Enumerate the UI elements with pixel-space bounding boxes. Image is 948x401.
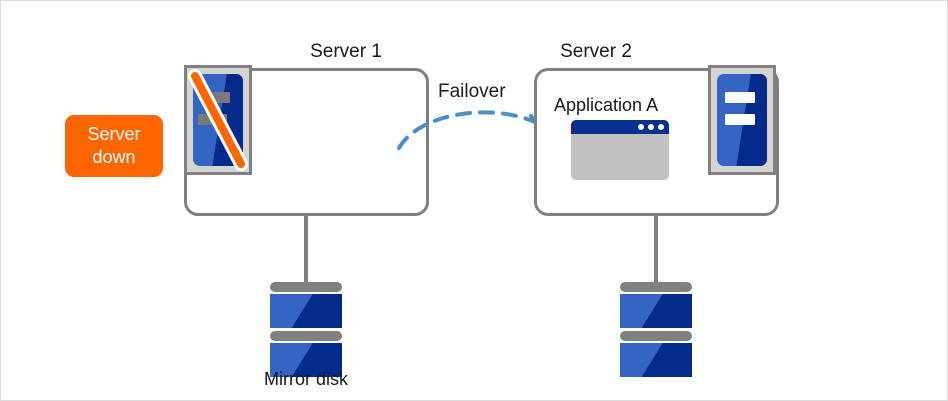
disk-unit: [270, 343, 342, 377]
disk-cap: [620, 282, 692, 292]
mirror-disk-icon-server2: [620, 282, 692, 380]
application-window-icon: [571, 120, 669, 180]
window-dot: [658, 124, 664, 130]
server2-title: Server 2: [560, 41, 632, 62]
machine-body: [193, 74, 243, 166]
machine-indicator-bar: [725, 113, 755, 125]
status-badge-line1: Server: [87, 124, 141, 144]
application-label: Application A: [554, 95, 659, 115]
server-machine-up-icon: [708, 65, 776, 175]
mirror-disk-label: Mirror disk: [264, 369, 348, 389]
window-body: [571, 134, 669, 180]
server2-disk-connector: [654, 215, 658, 285]
machine-indicator-bar: [201, 92, 230, 104]
disk-cap: [270, 282, 342, 292]
status-badge-line2: down: [92, 147, 136, 167]
disk-unit: [620, 294, 692, 328]
status-badge-server-down: Server down: [65, 115, 163, 177]
failover-label: Failover: [438, 81, 506, 102]
disk-unit: [270, 294, 342, 328]
server-machine-down-icon: [184, 65, 252, 175]
server1-title: Server 1: [310, 41, 382, 62]
server1-disk-connector: [304, 215, 308, 285]
disk-unit: [620, 343, 692, 377]
mirror-disk-icon-server1: [270, 282, 342, 380]
machine-indicator-bar: [725, 92, 755, 104]
machine-body: [717, 74, 767, 166]
disk-cap: [620, 331, 692, 341]
machine-indicator-bar: [198, 113, 227, 125]
window-dot: [648, 124, 654, 130]
window-dot: [638, 124, 644, 130]
window-titlebar: [571, 120, 669, 134]
disk-cap: [270, 331, 342, 341]
